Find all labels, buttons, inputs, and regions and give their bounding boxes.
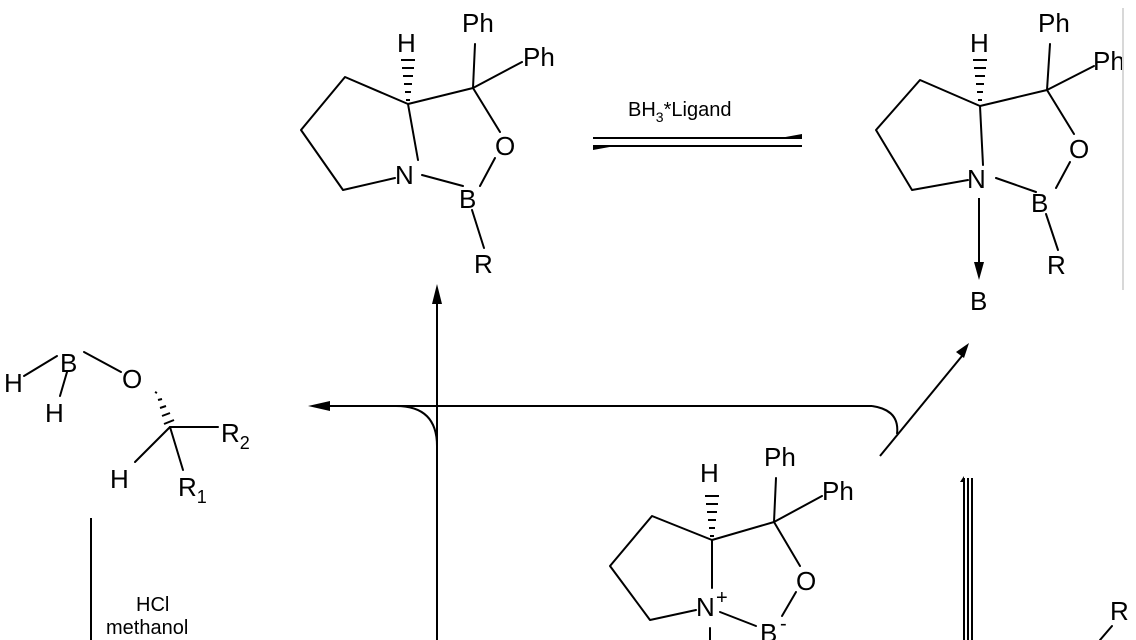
intermediate-o-label: O xyxy=(796,566,816,596)
catalyst-pyrrolidine-ring xyxy=(300,76,419,191)
vertical-equilibrium-arrows xyxy=(960,476,973,640)
equilibrium-arrows xyxy=(593,134,802,150)
ketone-r-label: R xyxy=(1110,596,1129,626)
product-h-left-label: H xyxy=(4,368,23,398)
complex-pyrrolidine-ring xyxy=(875,79,984,191)
intermediate-b-charge: - xyxy=(780,613,787,635)
intermediate-n-charge: + xyxy=(716,587,728,609)
borane-complex-structure: H Ph Ph O N B R B xyxy=(875,8,1125,316)
complex-oxazaborolidine-ring xyxy=(979,89,1075,193)
complex-ph1-label: Ph xyxy=(1038,8,1070,38)
intermediate-pyrrolidine-ring xyxy=(609,515,713,621)
complex-r-label: R xyxy=(1047,250,1066,280)
intermediate-b-label: B xyxy=(760,618,777,640)
product-hashed-wedge xyxy=(154,391,175,425)
product-h-lower-label: H xyxy=(45,398,64,428)
intermediate-ph2-label: Ph xyxy=(822,476,854,506)
product-o-label: O xyxy=(122,364,142,394)
complex-b-label: B xyxy=(1031,188,1048,218)
intermediate-hashed-wedge xyxy=(705,495,719,537)
complex-ph2-label: Ph xyxy=(1093,46,1125,76)
complex-o-label: O xyxy=(1069,134,1089,164)
complex-hashed-wedge xyxy=(973,59,987,101)
complex-ph1-bond xyxy=(1046,43,1051,91)
catalyst-hashed-wedge xyxy=(401,59,415,101)
catalyst-b-label: B xyxy=(459,184,476,214)
product-r2-label: R2 xyxy=(221,418,250,453)
catalyst-ph1-bond xyxy=(472,43,476,89)
intermediate-n-label: N xyxy=(696,592,715,622)
workup-hcl: HCl xyxy=(136,594,169,616)
product-r1-label: R1 xyxy=(178,472,207,507)
ketone-partial-structure: R xyxy=(1099,596,1129,640)
product-structure: B O H H H R2 R1 xyxy=(4,348,250,507)
complex-coordinated-b-label: B xyxy=(970,286,987,316)
catalyst-ph2-label: Ph xyxy=(523,42,555,72)
cycle-curve-right xyxy=(871,405,899,435)
catalyst-n-label: N xyxy=(395,160,414,190)
catalyst-r-label: R xyxy=(474,249,493,279)
catalyst-h-label: H xyxy=(397,28,416,58)
intermediate-h-label: H xyxy=(700,458,719,488)
complex-n-label: N xyxy=(967,164,986,194)
complex-h-label: H xyxy=(970,28,989,58)
catalyst-ph2-bond xyxy=(472,61,523,89)
catalyst-o-label: O xyxy=(495,131,515,161)
complex-b-r-bond xyxy=(1045,213,1059,251)
catalyst-oxazaborolidine-ring xyxy=(407,87,501,187)
intermediate-oxazaborolidine-ring xyxy=(711,521,801,589)
intermediate-ph1-label: Ph xyxy=(764,442,796,472)
cycle-arrow-diagonal xyxy=(879,355,963,457)
catalyst-structure: H Ph Ph O N B R xyxy=(300,8,555,279)
product-h-alpha-label: H xyxy=(110,464,129,494)
workup-methanol: methanol xyxy=(106,617,188,639)
cycle-curve-left xyxy=(395,405,438,447)
catalyst-b-r-bond xyxy=(471,209,485,249)
product-b-label: B xyxy=(60,348,77,378)
complex-ph2-bond xyxy=(1046,65,1095,91)
catalyst-ph1-label: Ph xyxy=(462,8,494,38)
intermediate-structure: H Ph Ph O N + B - xyxy=(609,442,854,640)
reagent-bh3-ligand: BH3*Ligand xyxy=(628,99,731,125)
